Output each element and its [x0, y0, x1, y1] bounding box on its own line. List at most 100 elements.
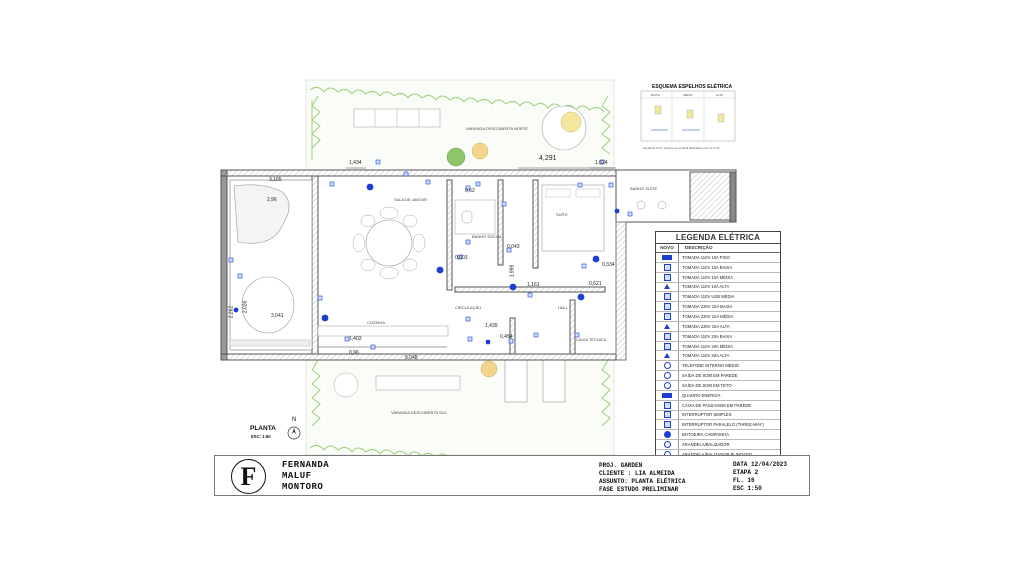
dimension-label: 0,334 — [602, 262, 615, 268]
room-label-south-veranda: VARANDA DESCOBERTA SUL — [391, 410, 447, 415]
power-panel-icon — [662, 392, 672, 398]
ceiling-point — [614, 208, 620, 214]
legend-symbol-cell — [656, 341, 679, 351]
north-arrow-icon — [287, 426, 301, 440]
ceiling-point — [509, 283, 517, 291]
outlet-medium-icon — [663, 273, 671, 281]
legend-symbol-cell — [656, 253, 679, 262]
legend-row: ARANDELA/BALIZADOR — [656, 440, 780, 450]
legend-col-new: NOVO — [656, 244, 679, 252]
ceiling-point — [366, 183, 374, 191]
legend-row: BOTOEIRA CAMPAINHA — [656, 430, 780, 441]
legend-description: TOMADA 110V 20A ALTA — [682, 353, 730, 359]
legend-row: TOMADA 220V 10A BAIXA — [656, 302, 780, 313]
legend-row: TOMADA 220V 10A ALTA — [656, 321, 780, 332]
outlet-20a-medium-icon — [663, 342, 671, 350]
legend-description: INTERRUPTOR PARALELO (THREE-WAY) — [682, 422, 764, 428]
legend-row: SAÍDA DE SOM EM PAREDE — [656, 371, 780, 381]
outlet-20a-low-icon — [663, 332, 671, 340]
legend-symbol-cell — [656, 292, 679, 302]
dimension-label: 1,403 — [349, 336, 362, 342]
legend-header: NOVO DESCRIÇÃO — [656, 244, 780, 253]
outlet-high-icon — [664, 284, 670, 290]
legend-symbol-cell — [656, 312, 679, 321]
usb-outlet-icon — [663, 293, 671, 301]
outlet-220-low-icon — [663, 303, 671, 311]
ceiling-point — [233, 307, 239, 313]
dimension-label: 2,96 — [267, 197, 277, 203]
dimension-label: 1,999 — [509, 264, 516, 278]
legend-description: INTERRUPTOR SIMPLES — [682, 412, 732, 418]
mirror-schema-note: espelhos 4"x2" sempre na vertical alinha… — [643, 146, 721, 150]
legend-description: SAÍDA DE SOM EM PAREDE — [682, 373, 738, 379]
north-garden-foliage — [309, 86, 611, 160]
legend-description: CAIXA DE PASSAGEM EM PAREDE — [682, 402, 752, 408]
legend-row: INTERRUPTOR SIMPLES — [656, 410, 780, 421]
legend-symbol-cell — [656, 321, 679, 331]
room-label-kitchen: COZINHA — [367, 320, 385, 325]
legend-row: TOMADA 110V 10A ALTA — [656, 282, 780, 293]
dimension-label: 1,161 — [527, 282, 540, 288]
legend-row: TOMADA 110V 10A PISO — [656, 253, 780, 263]
outlet-low-icon — [663, 263, 671, 271]
legend-symbol-cell — [656, 430, 679, 440]
mirror-col-label: ALTA — [716, 93, 724, 97]
legend-description: TOMADA 220V 10A ALTA — [682, 323, 730, 329]
legend-symbol-cell — [656, 282, 679, 292]
stage: ETAPA 2 — [733, 469, 759, 476]
ceiling-point — [436, 266, 444, 274]
phone-icon — [663, 362, 671, 370]
legend-description: ARANDELA/BALIZADOR BLINDADO — [679, 452, 752, 457]
date: DATA 12/04/2023 — [733, 461, 788, 468]
legend-description: TOMADA 110V USB MÉDIA — [682, 294, 735, 300]
plan-scale: ESC: 1:50 — [251, 434, 271, 439]
switch-icon — [663, 411, 671, 419]
legend-description: TOMADA 220V 10A MÉDIA — [682, 313, 734, 319]
legend-description: SAÍDA DE SOM EM TETO — [682, 382, 732, 388]
legend-symbol-cell — [656, 262, 679, 272]
dimension-label: 0,043 — [507, 244, 520, 250]
room-label-dining: SALA DE JANTAR — [394, 197, 428, 202]
dimension-label: 1,439 — [485, 323, 498, 329]
title-block: F FERNANDA MALUF MONTORO PROJ. GARDEN CL… — [214, 455, 810, 496]
legend-description: TOMADA 110V 10A MÉDIA — [682, 274, 734, 280]
project-info: PROJ. GARDEN CLIENTE : LIA ALMEIDA ASSUN… — [599, 462, 685, 494]
legend-symbol-cell — [656, 302, 679, 312]
room-label-technical: CAIXA TÉCNICA — [576, 337, 607, 342]
dimension-label: 1,434 — [349, 160, 362, 166]
project-name: PROJ. GARDEN — [599, 462, 643, 469]
ceiling-point — [485, 339, 491, 345]
legend-description: TOMADA 110V 10A PISO — [682, 254, 730, 260]
dimension-label: 2,026 — [242, 300, 249, 314]
client-name: CLIENTE : LIA ALMEIDA — [599, 470, 675, 477]
logo: F — [231, 459, 266, 494]
legend-symbol-cell — [656, 351, 679, 361]
brand-line: FERNANDA — [282, 460, 330, 470]
legend-row: TOMADA 110V 20A MÉDIA — [656, 341, 780, 352]
legend-row: QUADRO ENERGIA — [656, 390, 780, 401]
doorbell-icon — [663, 431, 671, 439]
legend-row: TOMADA 220V 10A MÉDIA — [656, 312, 780, 322]
legend-description: ARANDELA/BALIZADOR — [682, 441, 730, 447]
electrical-points — [233, 183, 620, 345]
legend-description: TOMADA 110V 10A BAIXA — [682, 264, 733, 270]
legend-description: QUADRO ENERGIA — [682, 392, 721, 398]
outlet-220-medium-icon — [663, 312, 671, 320]
north-label: N — [292, 417, 297, 423]
legend-row: TOMADA 110V 20A ALTA — [656, 351, 780, 362]
legend-symbol-cell — [656, 272, 679, 282]
legend-description: TELEFONE INTERNO MÉDIO — [682, 363, 740, 369]
sheet-info: DATA 12/04/2023 ETAPA 2 FL. 16 ESC 1:50 — [733, 461, 787, 493]
legend-symbol-cell — [656, 380, 679, 390]
room-label-north-veranda: VARANDA DESCOBERTA NORTE — [466, 126, 528, 131]
legend-description: BOTOEIRA CAMPAINHA — [682, 432, 730, 438]
legend-symbol-cell — [656, 361, 679, 371]
electrical-legend: LEGENDA ELÉTRICA NOVO DESCRIÇÃO TOMADA 1… — [655, 231, 781, 490]
junction-box-icon — [663, 401, 671, 409]
dimension-label: 3,165 — [269, 177, 282, 183]
dimension-label: 0,62 — [465, 188, 475, 194]
dimension-label: 5,048 — [405, 355, 418, 361]
wall-speaker-icon — [663, 372, 671, 380]
brand-line: MALUF — [282, 471, 312, 481]
